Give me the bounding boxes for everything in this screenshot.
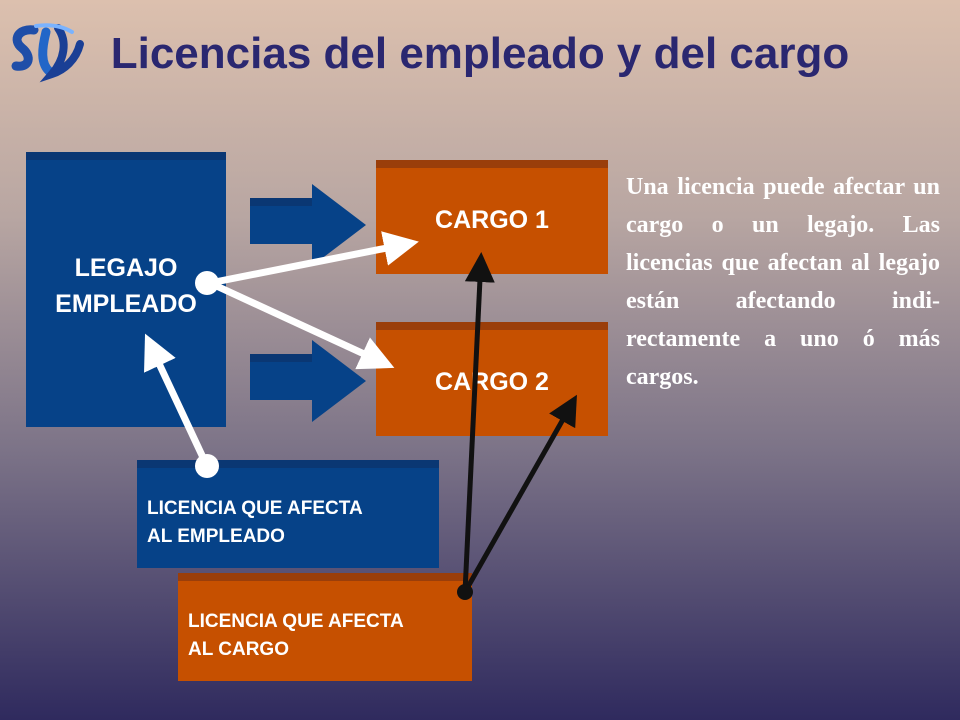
licencia-empleado-line2: AL EMPLEADO <box>147 526 285 547</box>
legajo-empleado-label: LEGAJO EMPLEADO <box>26 250 226 322</box>
block-arrow-icon <box>250 184 366 266</box>
licencia-cargo-label: LICENCIA QUE AFECTA AL CARGO <box>188 608 404 664</box>
block-arrow-icon <box>250 340 366 422</box>
cargo-1-box: CARGO 1 <box>376 160 608 274</box>
legajo-label-line1: LEGAJO <box>74 254 178 282</box>
licencia-cargo-box: LICENCIA QUE AFECTA AL CARGO <box>178 573 472 681</box>
licencia-empleado-line1: LICENCIA QUE AFECTA <box>147 498 363 519</box>
description-text: Una licencia puede afectar un cargo o un… <box>626 168 940 396</box>
cargo-2-label: CARGO 2 <box>435 368 549 396</box>
licencia-cargo-line1: LICENCIA QUE AFECTA <box>188 611 404 632</box>
page-title: Licencias del empleado y del cargo <box>110 29 850 78</box>
legajo-empleado-box: LEGAJO EMPLEADO <box>26 152 226 427</box>
licencia-empleado-label: LICENCIA QUE AFECTA AL EMPLEADO <box>147 495 363 551</box>
arrow-legajo-to-cargo2 <box>208 279 395 370</box>
cargo-1-label: CARGO 1 <box>435 206 549 234</box>
legajo-label-line2: EMPLEADO <box>55 290 197 318</box>
cargo-2-box: CARGO 2 <box>376 322 608 436</box>
licencia-empleado-box: LICENCIA QUE AFECTA AL EMPLEADO <box>137 460 439 568</box>
licencia-cargo-line2: AL CARGO <box>188 639 289 660</box>
si-logo-icon <box>11 23 84 83</box>
description-paragraph: Una licencia puede afectar un cargo o un… <box>626 174 940 390</box>
